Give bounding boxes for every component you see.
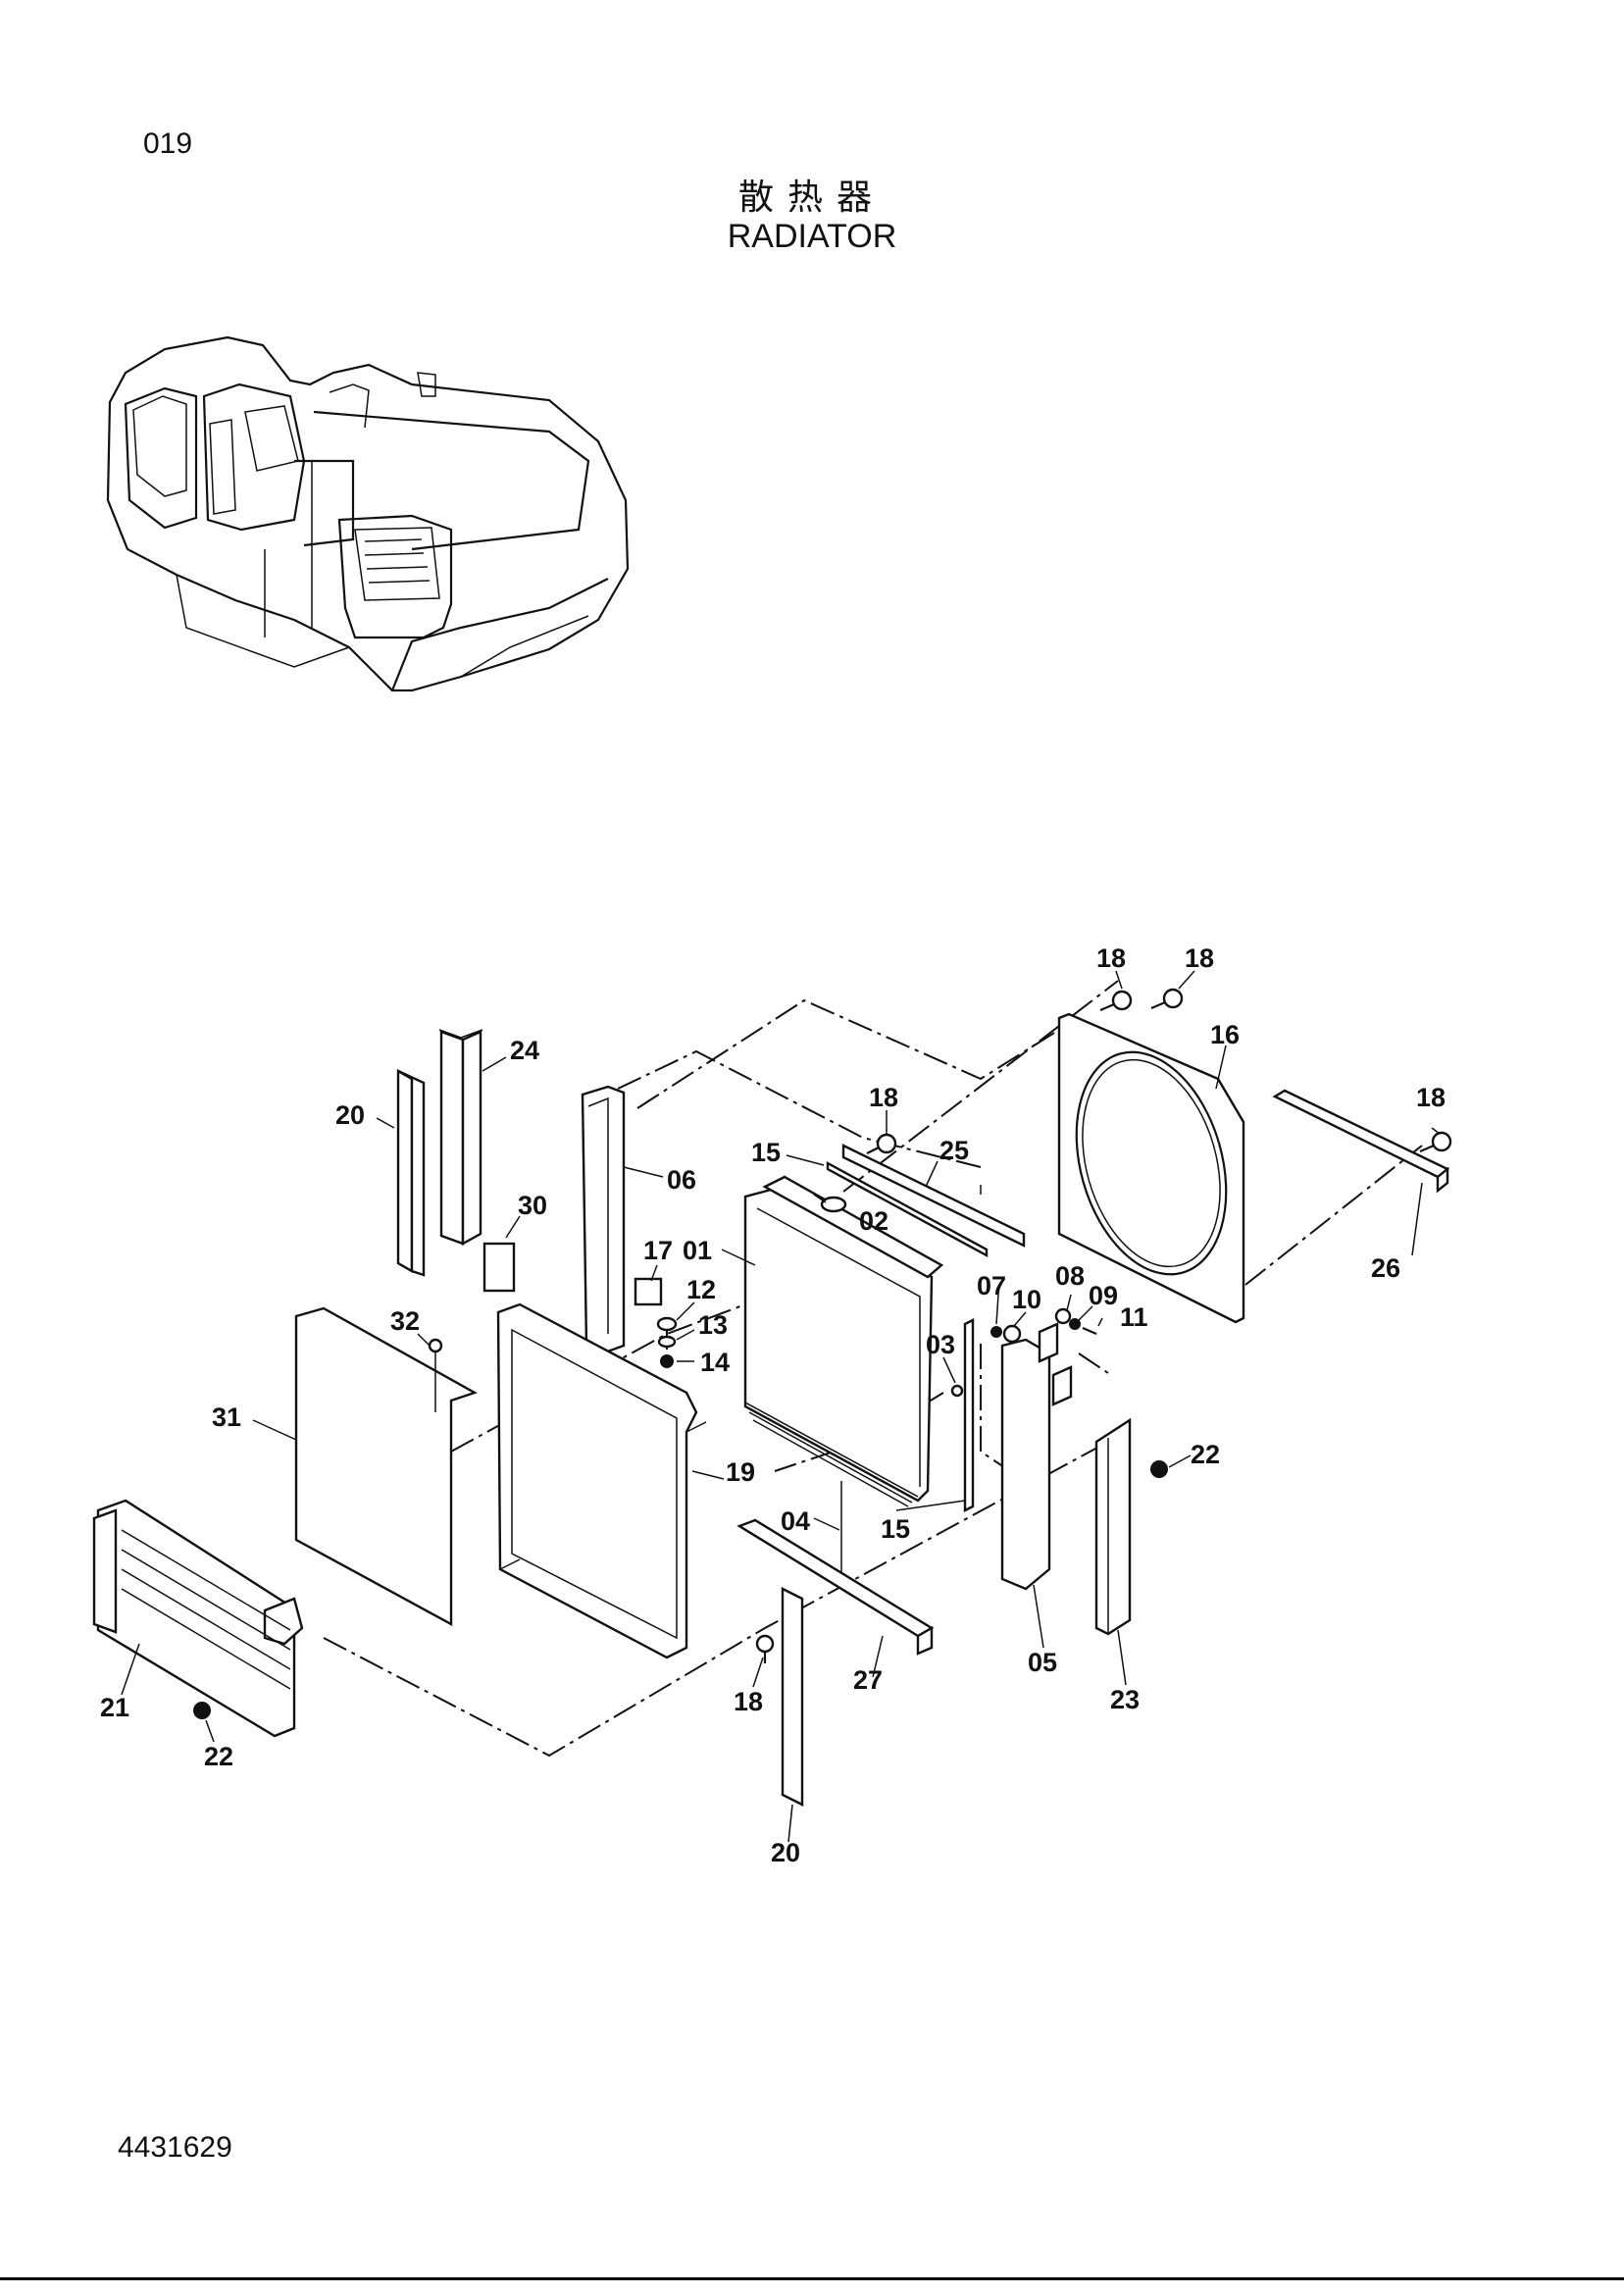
leader-lines xyxy=(121,970,1441,1843)
callout-06: 06 xyxy=(667,1165,696,1195)
callout-01: 01 xyxy=(683,1236,712,1265)
bottom-rule xyxy=(0,2277,1624,2280)
callout-03: 03 xyxy=(926,1330,955,1359)
part-17 xyxy=(634,1277,663,1306)
part-27 xyxy=(736,1518,935,1656)
callout-10: 10 xyxy=(1012,1285,1041,1314)
callout-11: 11 xyxy=(1120,1302,1148,1332)
page-number: 019 xyxy=(143,128,193,160)
callout-31: 31 xyxy=(212,1402,241,1432)
callout-19: 19 xyxy=(726,1457,755,1487)
part-02-cap xyxy=(820,1196,847,1213)
callout-21: 21 xyxy=(100,1693,129,1722)
callout-32: 32 xyxy=(390,1306,420,1336)
callout-23: 23 xyxy=(1110,1685,1140,1714)
callout-05: 05 xyxy=(1028,1648,1057,1677)
callout-18-right: 18 xyxy=(1416,1083,1446,1112)
callout-26: 26 xyxy=(1371,1253,1400,1283)
callout-18-bottom: 18 xyxy=(734,1687,763,1716)
callout-20-lower: 20 xyxy=(771,1838,800,1867)
callout-27: 27 xyxy=(853,1665,883,1695)
parts-12-13-14 xyxy=(656,1316,678,1368)
part-16-shroud xyxy=(1057,1012,1245,1324)
callout-labels: 20 24 06 30 17 01 12 13 14 32 31 19 15 0… xyxy=(100,944,1446,1867)
part-21-intercooler xyxy=(92,1499,304,1738)
callout-15-lower: 15 xyxy=(881,1514,910,1544)
callout-24: 24 xyxy=(510,1036,539,1065)
callout-18-top-left: 18 xyxy=(1096,944,1126,973)
callout-04: 04 xyxy=(781,1506,810,1536)
callout-18-top-right: 18 xyxy=(1185,944,1214,973)
callout-09: 09 xyxy=(1089,1281,1118,1310)
part-20-upper xyxy=(396,1068,426,1277)
excavator-overview-illustration xyxy=(106,335,630,692)
title-chinese: 散热器 xyxy=(737,178,886,218)
callout-02: 02 xyxy=(859,1206,888,1236)
part-22-left xyxy=(193,1702,211,1719)
callout-08: 08 xyxy=(1055,1261,1085,1291)
part-30 xyxy=(482,1242,516,1293)
callout-22-right: 22 xyxy=(1191,1440,1220,1469)
callout-18-mid: 18 xyxy=(869,1083,898,1112)
part-32 xyxy=(428,1338,443,1412)
callout-12: 12 xyxy=(686,1275,716,1304)
callout-25: 25 xyxy=(939,1136,969,1165)
part-24 xyxy=(438,1029,483,1247)
part-19-frame xyxy=(496,1302,707,1659)
callout-14: 14 xyxy=(700,1348,730,1377)
part-06 xyxy=(581,1085,626,1355)
part-23 xyxy=(1094,1417,1132,1636)
callout-30: 30 xyxy=(518,1191,547,1220)
callout-13: 13 xyxy=(698,1310,728,1340)
part-26 xyxy=(1272,1089,1450,1194)
part-03 xyxy=(950,1384,964,1398)
callout-16: 16 xyxy=(1210,1020,1240,1049)
callout-07: 07 xyxy=(977,1271,1006,1300)
title-english: RADIATOR xyxy=(727,218,897,255)
part-01-radiator-core xyxy=(743,1175,944,1507)
callout-20: 20 xyxy=(335,1100,365,1130)
part-18-bolts xyxy=(755,988,1452,1663)
parts-07-to-11 xyxy=(990,1307,1097,1344)
part-05 xyxy=(1000,1322,1073,1591)
part-22-right xyxy=(1150,1460,1168,1478)
part-20-lower xyxy=(781,1587,804,1807)
part-31-panel xyxy=(294,1306,478,1627)
callout-22-left: 22 xyxy=(204,1742,233,1771)
document-number: 4431629 xyxy=(118,2131,232,2164)
part-15-strips xyxy=(826,1160,989,1512)
callout-15-upper: 15 xyxy=(751,1138,781,1167)
callout-17: 17 xyxy=(643,1236,673,1265)
